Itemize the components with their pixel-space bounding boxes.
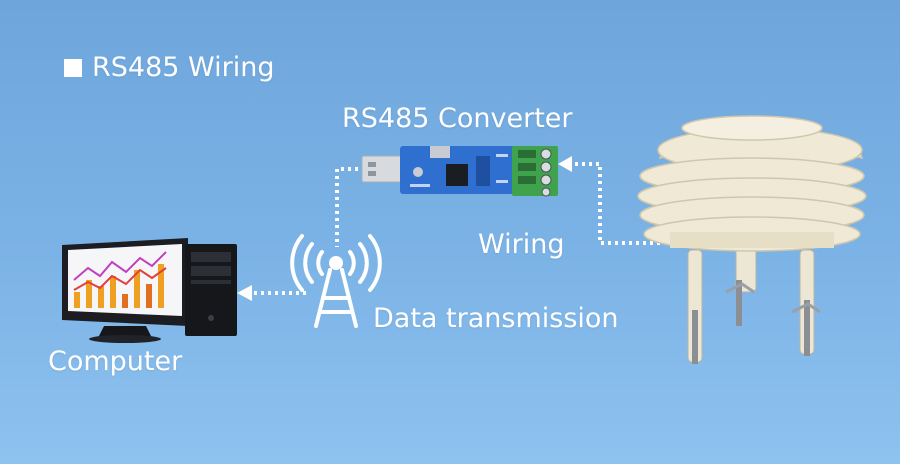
converter-label: RS485 Converter: [342, 103, 573, 134]
arrow-to-converter: [558, 156, 572, 172]
arrow-to-computer: [237, 285, 252, 301]
sensor-shield: [637, 115, 867, 252]
computer-icon: [62, 238, 237, 343]
diagram-title: RS485 Wiring: [64, 52, 274, 83]
monitor-icon: [62, 238, 188, 343]
title-text: RS485 Wiring: [92, 52, 275, 83]
tower-pc-icon: [185, 244, 237, 336]
sensor-icon: [637, 115, 867, 364]
sensor-probes: [687, 243, 821, 364]
antenna-icon: [290, 234, 382, 328]
sensor-to-converter-line: [571, 162, 660, 245]
data-transmission-label: Data transmission: [373, 303, 619, 334]
wiring-label: Wiring: [478, 229, 565, 260]
monitor-chart-icon: [73, 251, 167, 308]
connectors: [250, 162, 660, 295]
usb-converter-icon: [361, 146, 558, 197]
computer-label: Computer: [48, 346, 183, 377]
connector-arrows: [237, 156, 572, 301]
converter-to-antenna-line: [335, 167, 365, 247]
title-bullet: [64, 58, 82, 77]
